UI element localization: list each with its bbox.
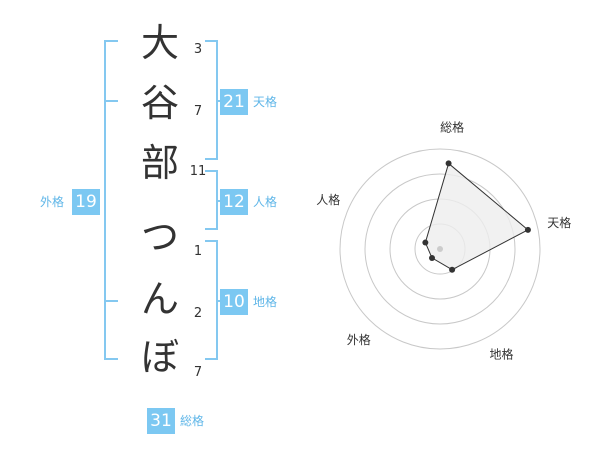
stroke-count-2: 7: [193, 104, 203, 119]
radar-center-dot: [437, 246, 443, 252]
tenkaku-label: 天格: [253, 95, 278, 109]
chikaku-badge: 10: [220, 289, 248, 315]
radar-axis-label-1: 総格: [440, 120, 464, 135]
soukaku-label: 総格: [180, 414, 205, 428]
name-char-4: つ: [140, 215, 179, 259]
soukaku-badge: 31: [147, 408, 175, 434]
radar-ring-3: [364, 173, 516, 325]
radar-axis-label-5: 人格: [316, 192, 340, 207]
jinkaku-label: 人格: [253, 195, 278, 209]
radar-axis-label-2: 天格: [547, 215, 571, 230]
radar-point-4: [429, 254, 436, 261]
name-char-6: ぼ: [140, 335, 179, 379]
stroke-count-5: 2: [193, 306, 203, 321]
gaikaku-label: 外格: [40, 195, 65, 209]
chikaku-label: 地格: [253, 295, 278, 309]
stroke-count-4: 1: [193, 244, 203, 259]
jinkaku-badge: 12: [220, 189, 248, 215]
name-char-1: 大: [140, 21, 179, 65]
name-char-3: 部: [140, 141, 179, 185]
radar-points: [422, 160, 531, 273]
name-char-5: ん: [140, 277, 179, 321]
radar-axis-label-4: 外格: [347, 332, 371, 347]
gaikaku-badge: 19: [72, 189, 100, 215]
tenkaku-badge: 21: [220, 89, 248, 115]
radar-point-2: [524, 226, 531, 233]
radar-axis-label-3: 地格: [489, 346, 513, 361]
stroke-count-6: 7: [193, 365, 203, 380]
radar-point-5: [422, 239, 429, 246]
radar-area: [424, 162, 529, 271]
stroke-count-1: 3: [193, 42, 203, 57]
radar-ring-4: [339, 148, 541, 350]
name-char-2: 谷: [140, 81, 179, 125]
stroke-count-3: 11: [189, 164, 207, 179]
radar-point-3: [449, 266, 456, 273]
radar-point-1: [445, 160, 452, 167]
